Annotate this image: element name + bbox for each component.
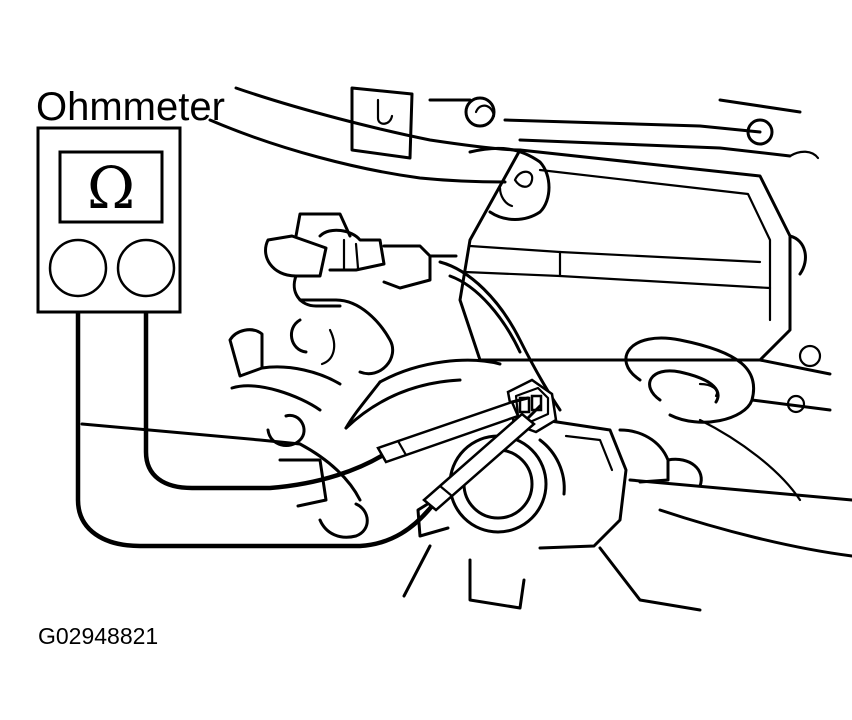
probe-lead-left xyxy=(75,299,435,549)
probe-lead-right xyxy=(143,299,391,491)
meter-terminal-right xyxy=(116,238,176,298)
meter-symbol: Ω xyxy=(87,154,135,222)
probe-leads xyxy=(75,299,542,549)
figure-code: G02948821 xyxy=(38,623,158,649)
meter-terminal-left xyxy=(48,238,108,298)
meter-display xyxy=(58,150,164,224)
engine-illustration xyxy=(80,86,852,612)
diagram-title: Ohmmeter xyxy=(36,85,225,129)
ohmmeter-icon: Ω xyxy=(36,126,182,314)
test-probe-icon xyxy=(422,404,542,512)
